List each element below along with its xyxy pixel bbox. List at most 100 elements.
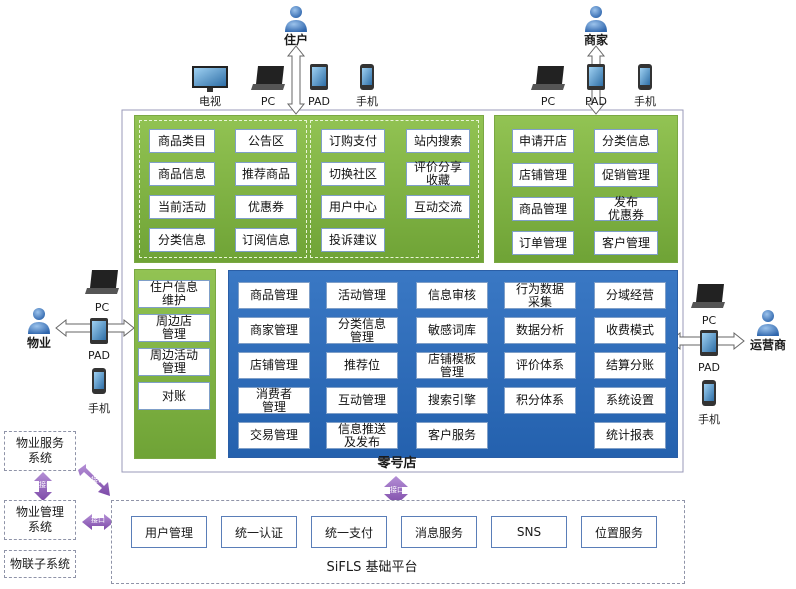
resident-function-box: 评价分享 收藏 — [406, 161, 470, 187]
resident-function-box: 商品类目 — [149, 129, 215, 153]
resident-person-icon — [285, 6, 307, 32]
operator-person-icon — [757, 310, 779, 336]
operator-function-box: 分域经营 — [594, 282, 666, 309]
merchant-function-box: 商品管理 — [512, 197, 574, 221]
pad-label: PAD — [585, 95, 607, 108]
operator-function-box: 行为数据 采集 — [504, 282, 576, 309]
operator-function-box: 商品管理 — [238, 282, 310, 309]
base-service-box: 位置服务 — [581, 516, 657, 548]
merchant-function-box: 店铺管理 — [512, 163, 574, 187]
resident-function-box: 投诉建议 — [321, 228, 385, 252]
operator-function-box: 信息推送 及发布 — [326, 422, 398, 449]
pc-label: PC — [540, 95, 556, 108]
operator-function-box: 店铺模板 管理 — [416, 352, 488, 379]
tablet-icon — [587, 64, 605, 90]
operator-function-box: 信息审核 — [416, 282, 488, 309]
laptop-icon — [691, 284, 725, 308]
phone-icon — [360, 64, 374, 90]
operator-function-box: 交易管理 — [238, 422, 310, 449]
merchant-function-box: 促销管理 — [594, 163, 658, 187]
pad-label: PAD — [308, 95, 330, 108]
property-function-box: 周边店 管理 — [138, 314, 210, 342]
base-service-box: 用户管理 — [131, 516, 207, 548]
operator-function-box: 统计报表 — [594, 422, 666, 449]
phone-icon — [92, 368, 106, 394]
operator-function-box: 活动管理 — [326, 282, 398, 309]
merchant-function-box: 订单管理 — [512, 231, 574, 255]
base-service-box: 统一支付 — [311, 516, 387, 548]
merchant-label: 商家 — [583, 33, 608, 47]
laptop-icon — [251, 66, 285, 90]
pad-label: PAD — [88, 349, 110, 362]
pc-label: PC — [260, 95, 276, 108]
interface-arrow-icon — [384, 476, 408, 505]
operator-function-box: 结算分账 — [594, 352, 666, 379]
resident-function-box: 优惠券 — [235, 195, 297, 219]
property-function-box: 住户信息 维护 — [138, 280, 210, 308]
pc-label: PC — [701, 314, 717, 327]
resident-function-box: 商品信息 — [149, 162, 215, 186]
resident-function-box: 分类信息 — [149, 228, 215, 252]
resident-function-box: 站内搜索 — [406, 129, 470, 153]
resident-arrow-icon — [286, 45, 306, 115]
operator-function-box: 收费模式 — [594, 317, 666, 344]
phone-label: 手机 — [698, 413, 720, 426]
phone-label: 手机 — [634, 95, 656, 108]
phone-label: 手机 — [356, 95, 378, 108]
property-function-box: 周边活动 管理 — [138, 348, 210, 376]
operator-function-box: 互动管理 — [326, 387, 398, 414]
operator-function-box: 消费者 管理 — [238, 387, 310, 414]
merchant-function-box: 分类信息 — [594, 129, 658, 153]
store-title: 零号店 — [377, 456, 417, 471]
resident-function-box: 互动交流 — [406, 195, 470, 219]
resident-function-box: 订购支付 — [321, 129, 385, 153]
operator-function-box: 数据分析 — [504, 317, 576, 344]
merchant-function-box: 申请开店 — [512, 129, 574, 153]
resident-label: 住户 — [283, 33, 308, 47]
resident-group-1 — [139, 120, 307, 258]
tablet-icon — [90, 318, 108, 344]
operator-function-box: 敏感词库 — [416, 317, 488, 344]
merchant-person-icon — [585, 6, 607, 32]
property-function-box: 对账 — [138, 382, 210, 410]
resident-function-box: 订阅信息 — [235, 228, 297, 252]
pc-label: PC — [94, 301, 110, 314]
resident-function-box: 用户中心 — [321, 195, 385, 219]
resident-function-box: 公告区 — [235, 129, 297, 153]
laptop-icon — [85, 270, 119, 294]
tablet-icon — [310, 64, 328, 90]
interface-label: 接口 — [91, 516, 105, 524]
merchant-function-box: 发布 优惠券 — [594, 196, 658, 222]
base-service-box: 消息服务 — [401, 516, 477, 548]
tv-label: 电视 — [199, 95, 221, 108]
operator-label: 运营商 — [749, 338, 786, 352]
base-service-box: 统一认证 — [221, 516, 297, 548]
operator-function-box: 搜索引擎 — [416, 387, 488, 414]
merchant-function-box: 客户管理 — [594, 231, 658, 255]
operator-function-box: 店铺管理 — [238, 352, 310, 379]
phone-label: 手机 — [88, 402, 110, 415]
side-system-2: 物业管理 系统 — [4, 500, 76, 540]
resident-function-box: 当前活动 — [149, 195, 215, 219]
tv-icon — [192, 66, 228, 92]
laptop-icon — [531, 66, 565, 90]
operator-function-box: 系统设置 — [594, 387, 666, 414]
operator-function-box: 推荐位 — [326, 352, 398, 379]
resident-function-box: 切换社区 — [321, 162, 385, 186]
interface-label: 接口 — [39, 481, 53, 489]
side-system-3: 物联子系统 — [4, 550, 76, 578]
operator-function-box: 客户服务 — [416, 422, 488, 449]
phone-icon — [702, 380, 716, 406]
interface-arrow-icon — [82, 514, 114, 530]
interface-label: 接口 — [91, 476, 105, 484]
phone-icon — [638, 64, 652, 90]
operator-function-box: 评价体系 — [504, 352, 576, 379]
side-system-1: 物业服务 系统 — [4, 431, 76, 471]
interface-label: 接口 — [390, 486, 404, 494]
property-person-icon — [28, 308, 50, 334]
operator-function-box: 商家管理 — [238, 317, 310, 344]
operator-function-box: 积分体系 — [504, 387, 576, 414]
base-service-box: SNS — [491, 516, 567, 548]
